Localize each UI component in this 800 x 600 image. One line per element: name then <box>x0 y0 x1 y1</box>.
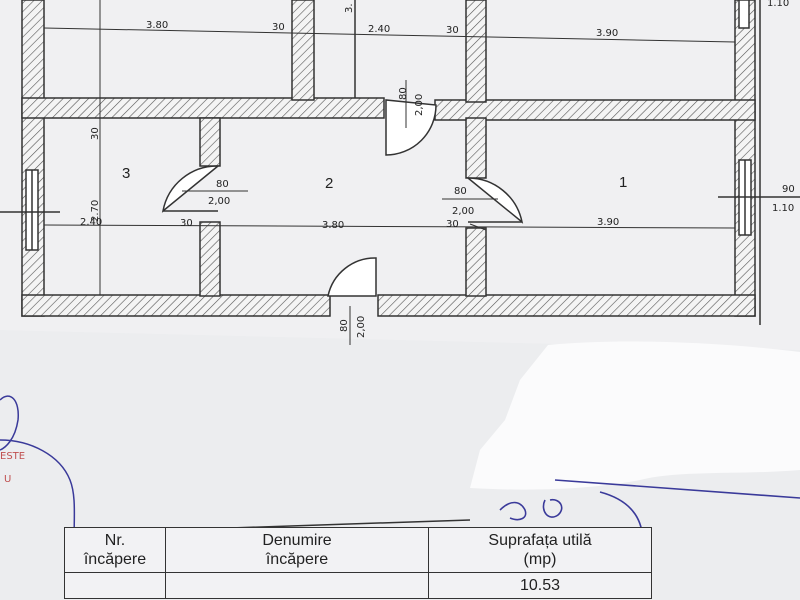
walls <box>21 0 756 317</box>
outer-wall-right <box>734 0 756 317</box>
door-entry-top <box>385 99 437 156</box>
dim-bottom-wall-1: 30 <box>180 218 193 229</box>
dim-top-width-left: 3.80 <box>146 20 168 31</box>
door-room3-height: 2,00 <box>208 196 230 207</box>
window-top-right <box>738 0 750 29</box>
window-left <box>0 169 60 251</box>
door-label-bottom: 80 2,00 <box>339 306 367 345</box>
partition-top-2 <box>465 0 487 103</box>
room-number-2: 2 <box>325 175 333 192</box>
dim-bottom-width-middle: 3.80 <box>322 220 344 231</box>
partition-2-1-lower <box>465 227 487 297</box>
dim-height-left: 2.70 <box>90 200 101 222</box>
interior-wall-top-right <box>434 99 756 121</box>
door-room1-width: 80 <box>454 186 467 197</box>
dim-top-width-right: 3.90 <box>596 28 618 39</box>
dim-right-window-width: 90 <box>782 184 795 195</box>
door-entry-top-height: 2,00 <box>414 94 425 116</box>
outer-wall-bottom-right <box>377 294 756 317</box>
interior-wall-top-left <box>21 97 385 119</box>
dim-wall-left-vertical: 30 <box>90 127 101 140</box>
room-number-3: 3 <box>122 165 130 182</box>
row-room-number <box>64 572 166 599</box>
dimension-lines <box>43 0 736 295</box>
dim-top-width-middle: 2.40 <box>368 24 390 35</box>
header-room-number: Nr. încăpere <box>64 527 166 573</box>
table-header-row: Nr. încăpere Denumire încăpere Suprafața… <box>64 527 652 573</box>
dim-bottom-width-right: 3.90 <box>597 217 619 228</box>
dim-top-cut-partial: 3. <box>344 3 355 13</box>
window-right <box>718 159 800 236</box>
room-area-table: Nr. încăpere Denumire încăpere Suprafața… <box>64 527 652 599</box>
door-room3-width: 80 <box>216 179 229 190</box>
door-label-room3: 80 2,00 <box>182 179 248 207</box>
inner-lines <box>354 0 761 325</box>
door-label-entry-top: 80 2,00 <box>398 80 425 128</box>
door-bottom-height: 2,00 <box>356 316 367 338</box>
header-room-name: Denumire încăpere <box>165 527 429 573</box>
dim-bottom-wall-2: 30 <box>446 219 459 230</box>
dim-bottom-width-left: 2.40 <box>80 217 102 228</box>
partition-3-2-upper <box>199 117 221 167</box>
handwriting-left-mark-2: U <box>4 474 11 485</box>
dim-top-wall-1: 30 <box>272 22 285 33</box>
room-number-1: 1 <box>619 174 627 191</box>
dim-right-window-height: 1.10 <box>772 203 794 214</box>
row-room-name <box>165 572 429 599</box>
door-bottom <box>327 257 377 297</box>
dim-top-wall-2: 30 <box>446 25 459 36</box>
header-usable-area: Suprafața utilă (mp) <box>428 527 652 573</box>
row-usable-area: 10.53 <box>428 572 652 599</box>
door-room3-room2 <box>161 165 221 213</box>
partition-3-2-lower <box>199 221 221 297</box>
door-bottom-width: 80 <box>339 319 350 332</box>
partition-2-1-upper <box>465 117 487 179</box>
table-row: 10.53 <box>64 572 652 599</box>
redaction-smudge <box>470 341 800 490</box>
outer-wall-left <box>21 0 45 317</box>
sheet-edge-line <box>229 519 471 529</box>
partition-top-1 <box>291 0 315 101</box>
door-label-room1: 80 2,00 <box>442 186 498 217</box>
door-entry-top-width: 80 <box>398 87 409 100</box>
outer-wall-bottom-left <box>21 294 331 317</box>
door-room1-height: 2,00 <box>452 206 474 217</box>
handwriting-left-mark-1: ESTE <box>0 451 25 462</box>
door-swings <box>161 99 524 297</box>
dim-top-right-corner: 1.10 <box>767 0 789 9</box>
door-room2-room1 <box>465 177 524 224</box>
